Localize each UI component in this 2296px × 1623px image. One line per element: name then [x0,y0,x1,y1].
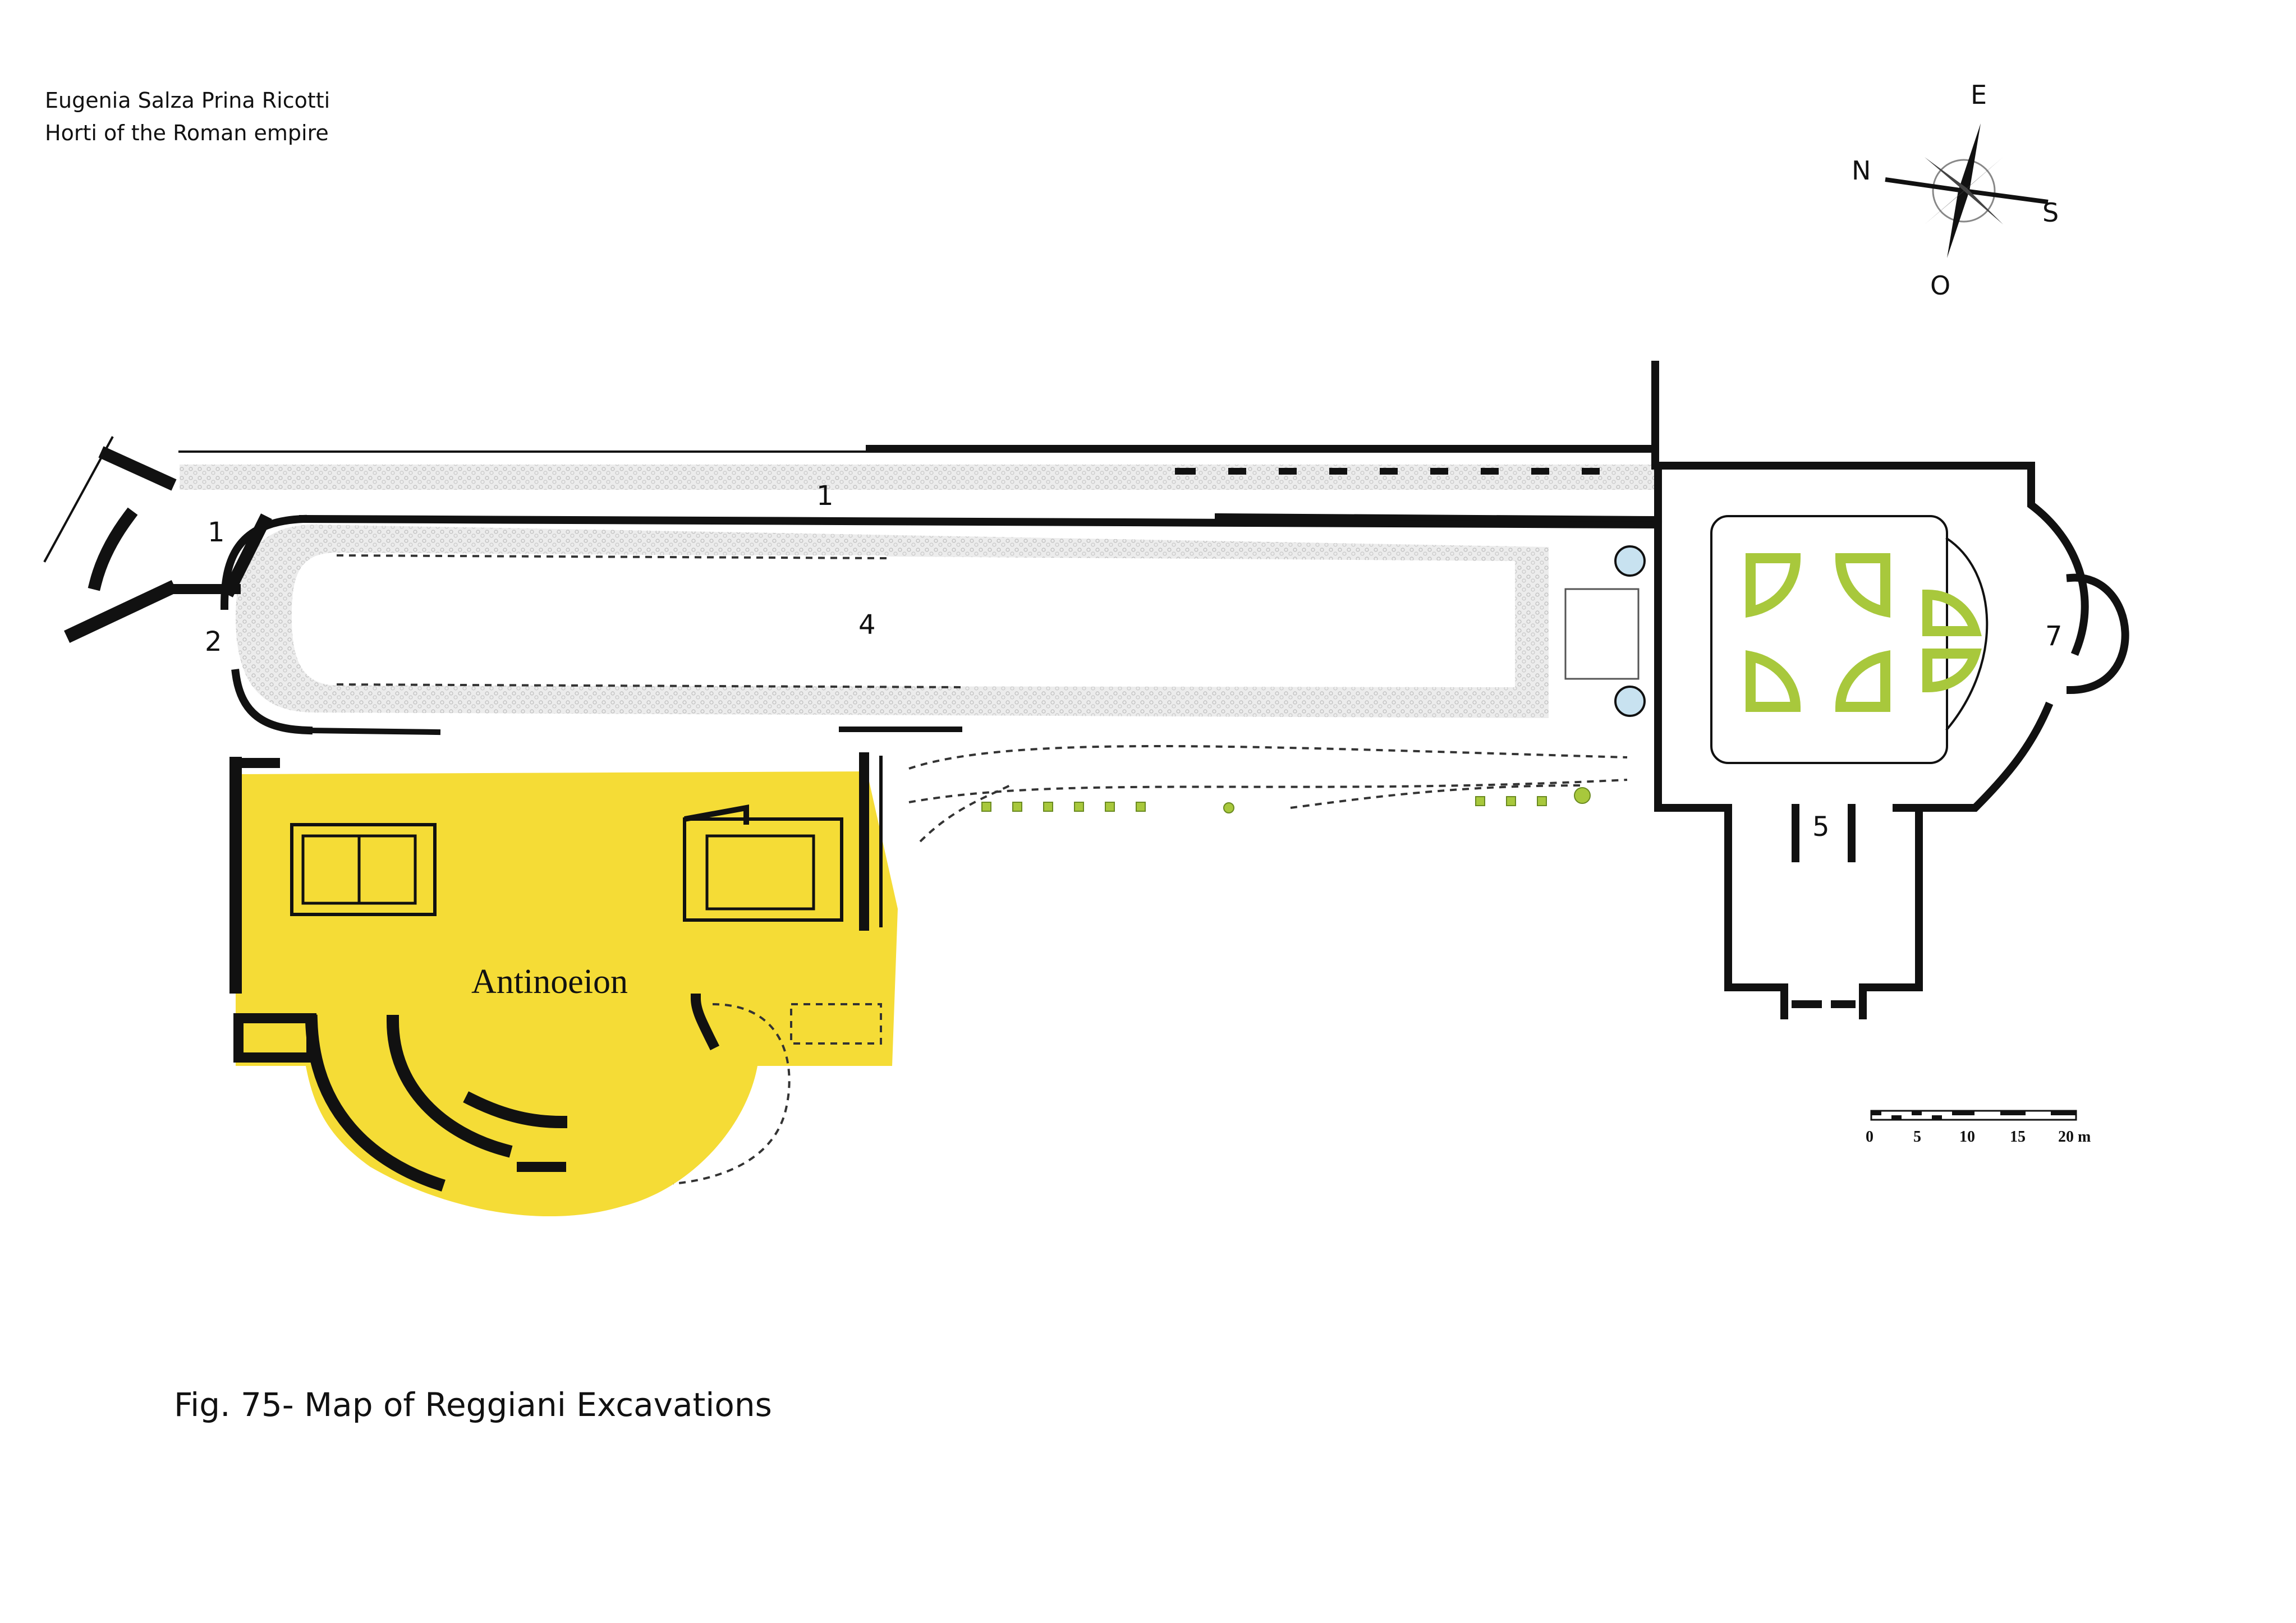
compass-o: O [1930,270,1950,301]
author-line: Eugenia Salza Prina Ricotti [45,88,330,113]
dashed-traces [336,554,1628,1185]
scale-tick-20m: 20 m [2058,1128,2091,1146]
scale-tick-5: 5 [1913,1128,1921,1146]
green-bases [981,787,1591,813]
scale-tick-0: 0 [1866,1128,1873,1146]
label-5: 5 [1812,811,1830,843]
antinoeion-chambers [290,804,843,922]
compass-rose: E N S O [1852,80,2059,301]
scale-tick-10: 10 [1959,1128,1975,1146]
label-7: 7 [2045,620,2063,652]
compass-s: S [2042,197,2059,228]
gravel-racetrack [236,525,1549,718]
peristyle-building [1654,462,2129,1019]
label-1-west: 1 [208,517,225,548]
walls [43,361,1663,1192]
gravel-strip-north [180,465,1655,490]
scale-tick-15: 15 [2010,1128,2026,1146]
label-antinoeion: Antinoeion [471,963,628,1001]
fountains [1564,545,1646,717]
label-2: 2 [205,626,222,658]
book-title: Horti of the Roman empire [45,121,329,145]
figure-caption: Fig. 75- Map of Reggiani Excavations [174,1386,772,1424]
label-1-north: 1 [816,480,834,512]
gravel-mask [337,555,887,684]
garden-beds [1746,553,1982,712]
scale-bar [1870,1110,2077,1121]
label-4: 4 [858,609,876,641]
header: Eugenia Salza Prina Ricotti Horti of the… [45,84,330,149]
compass-n: N [1852,155,1871,186]
compass-e: E [1971,80,1987,110]
antinoeion-area [236,771,898,1217]
